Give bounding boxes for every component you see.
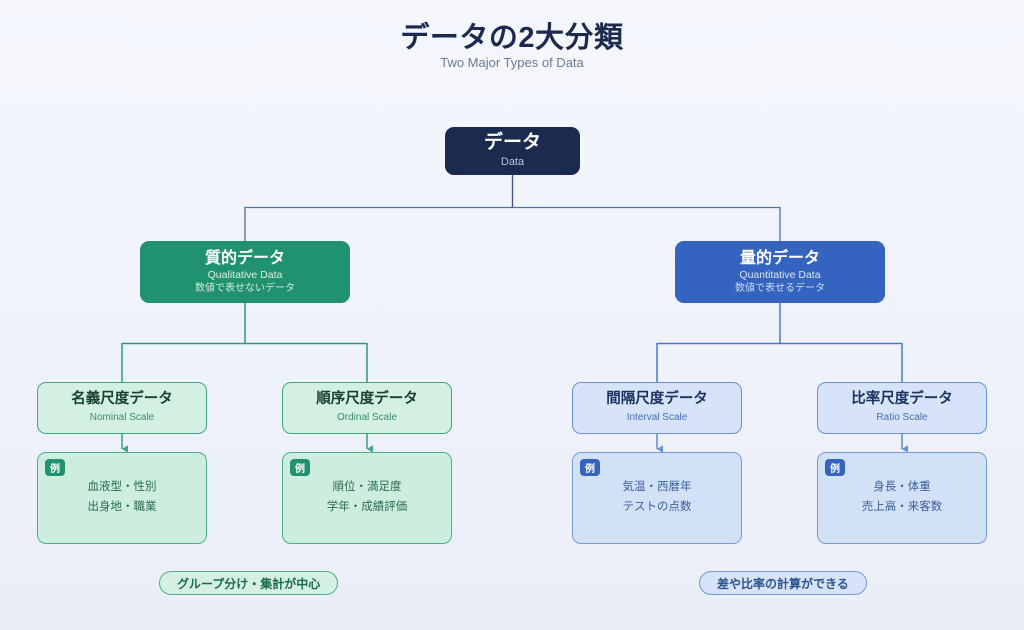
node-quantitative-data[interactable]: 量的データ Quantitative Data 数値で表せるデータ	[675, 241, 885, 303]
example-badge: 例	[45, 459, 65, 476]
example-line: 身長・体重	[873, 481, 931, 494]
node-ordinal-label-jp: 順序尺度データ	[316, 391, 418, 408]
node-root-label-en: Data	[500, 156, 525, 169]
page-title: データの2大分類	[400, 22, 624, 54]
node-qualitative-label-jp: 質的データ	[204, 249, 285, 267]
example-line: 順位・満足度	[332, 481, 402, 494]
node-qualitative-label-en: Qualitative Data	[207, 268, 283, 281]
node-qualitative-note: 数値で表せないデータ	[195, 282, 295, 294]
node-ratio-scale[interactable]: 比率尺度データ Ratio Scale	[817, 382, 987, 434]
node-quantitative-label-en: Quantitative Data	[739, 268, 821, 281]
example-line: 気温・西暦年	[622, 481, 692, 494]
node-nominal-scale[interactable]: 名義尺度データ Nominal Scale	[37, 382, 207, 434]
node-nominal-label-jp: 名義尺度データ	[71, 391, 173, 408]
page-subtitle: Two Major Types of Data	[440, 55, 584, 70]
example-box-ratio: 例 身長・体重 売上高・来客数	[817, 452, 987, 544]
node-ordinal-label-en: Ordinal Scale	[336, 411, 398, 423]
example-line: 売上高・来客数	[861, 501, 943, 513]
summary-pill-qualitative: グループ分け・集計が中心	[159, 571, 339, 595]
node-quantitative-label-jp: 量的データ	[739, 249, 820, 267]
node-interval-label-jp: 間隔尺度データ	[606, 391, 708, 408]
example-box-nominal: 例 血液型・性別 出身地・職業	[37, 452, 207, 544]
node-interval-label-en: Interval Scale	[626, 411, 688, 423]
summary-pill-quantitative: 差や比率の計算ができる	[699, 571, 867, 595]
example-badge: 例	[580, 459, 600, 476]
example-box-interval: 例 気温・西暦年 テストの点数	[572, 452, 742, 544]
example-badge: 例	[290, 459, 310, 476]
node-quantitative-note: 数値で表せるデータ	[735, 282, 825, 294]
example-badge: 例	[825, 459, 845, 476]
node-nominal-label-en: Nominal Scale	[89, 411, 155, 423]
node-ordinal-scale[interactable]: 順序尺度データ Ordinal Scale	[282, 382, 452, 434]
example-line: テストの点数	[622, 501, 692, 513]
example-line: 出身地・職業	[87, 501, 157, 513]
example-line: 学年・成績評価	[326, 501, 408, 513]
node-interval-scale[interactable]: 間隔尺度データ Interval Scale	[572, 382, 742, 434]
node-ratio-label-jp: 比率尺度データ	[851, 391, 953, 408]
example-line: 血液型・性別	[87, 481, 157, 494]
node-root-data[interactable]: データ Data	[445, 127, 580, 175]
node-root-label-jp: データ	[483, 132, 541, 154]
node-ratio-label-en: Ratio Scale	[876, 411, 928, 423]
node-qualitative-data[interactable]: 質的データ Qualitative Data 数値で表せないデータ	[140, 241, 350, 303]
example-box-ordinal: 例 順位・満足度 学年・成績評価	[282, 452, 452, 544]
